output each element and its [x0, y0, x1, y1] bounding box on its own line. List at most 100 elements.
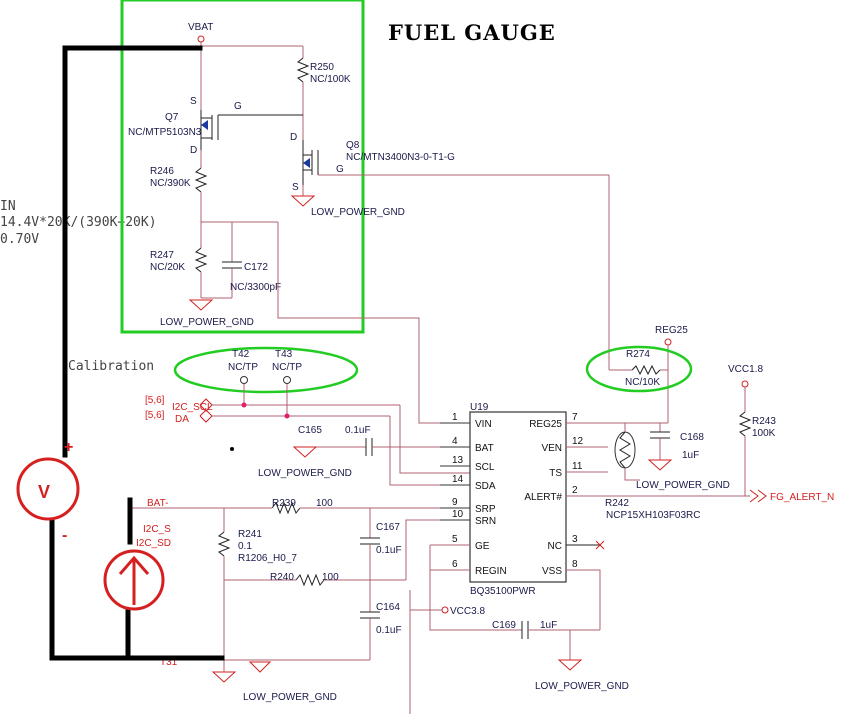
- ic-pin-name: VSS: [542, 566, 562, 577]
- resistor-r247: R247 NC/20K: [150, 221, 278, 298]
- svg-text:LOW_POWER_GND: LOW_POWER_GND: [636, 480, 730, 491]
- svg-text:V: V: [38, 482, 50, 502]
- svg-text:U19: U19: [470, 402, 489, 413]
- svg-text:100K: 100K: [752, 428, 776, 439]
- ic-pin-name: SDA: [475, 481, 496, 492]
- svg-text:I2C_S: I2C_S: [143, 524, 171, 535]
- svg-text:D: D: [190, 145, 197, 156]
- vcc18-pullup: VCC1.8 R243 100K: [728, 364, 776, 496]
- svg-text:T31: T31: [160, 657, 178, 668]
- svg-text:IN: IN: [0, 199, 16, 214]
- svg-text:C165: C165: [298, 425, 322, 436]
- nc-marker: [566, 540, 605, 550]
- ic-pin-number: 8: [572, 559, 578, 570]
- svg-text:0.70V: 0.70V: [0, 232, 39, 247]
- ic-pin-name: BAT: [475, 443, 494, 454]
- svg-text:NC/TP: NC/TP: [228, 362, 258, 373]
- ic-pin-number: 7: [572, 412, 578, 423]
- svg-text:C167: C167: [376, 522, 400, 533]
- probe-wire-voltmeter: [62, 45, 203, 458]
- ic-pin-name: GE: [475, 541, 490, 552]
- ic-pin-number: 11: [572, 461, 583, 472]
- svg-text:S: S: [292, 182, 299, 193]
- svg-text:R243: R243: [752, 416, 776, 427]
- svg-text:0.1uF: 0.1uF: [345, 425, 371, 436]
- svg-text:[5,6]: [5,6]: [145, 395, 165, 406]
- svg-text:NC/MTN3400N3-0-T1-G: NC/MTN3400N3-0-T1-G: [346, 152, 455, 163]
- ic-pin-name: REGIN: [475, 566, 507, 577]
- svg-text:NC/100K: NC/100K: [310, 74, 351, 85]
- ic-pin-name: NC: [548, 541, 562, 552]
- svg-text:C164: C164: [376, 602, 400, 613]
- svg-text:T42: T42: [232, 349, 250, 360]
- test-point-t43[interactable]: T43 NC/TP: [272, 349, 302, 416]
- test-point-t42[interactable]: T42 NC/TP: [228, 349, 258, 405]
- svg-text:NCP15XH103F03RC: NCP15XH103F03RC: [606, 510, 701, 521]
- ic-pin-name: SRP: [475, 504, 496, 515]
- ic-pin-number: 1: [452, 412, 458, 423]
- current-source-symbol[interactable]: [103, 549, 165, 611]
- resistor-r250: R250 NC/100K: [296, 46, 351, 140]
- svg-text:Q8: Q8: [346, 140, 360, 151]
- svg-text:LOW_POWER_GND: LOW_POWER_GND: [535, 681, 629, 692]
- svg-text:C172: C172: [244, 262, 268, 273]
- formula-annotation: IN 14.4V*20K/(390K+20K) 0.70V: [0, 199, 157, 247]
- ic-u19: U19 BQ35100PWR: [469, 402, 567, 597]
- resistor-r246: R246 NC/390K: [150, 150, 208, 240]
- sense-network: BAT- R239 100 R241 0.1 R1206_H0_7 R240 1…: [130, 498, 470, 703]
- svg-text:0.1: 0.1: [238, 541, 252, 552]
- transistor-q8: Q8 NC/MTN3400N3-0-T1-G D S G: [290, 132, 609, 193]
- test-point-highlight: [173, 346, 359, 394]
- reg25-net: REG25 R274 NC/10K: [566, 175, 693, 424]
- svg-text:R250: R250: [310, 62, 334, 73]
- capacitor-c168: C168 1uF LOW_POWER_GND: [636, 423, 730, 491]
- svg-text:C169: C169: [492, 620, 516, 631]
- svg-text:NC/MTP5103N3: NC/MTP5103N3: [128, 127, 202, 138]
- svg-text:REG25: REG25: [655, 325, 688, 336]
- ic-pin-name: VIN: [475, 419, 492, 430]
- svg-text:R247: R247: [150, 250, 174, 261]
- svg-text:R1206_H0_7: R1206_H0_7: [238, 553, 297, 564]
- svg-text:NC/390K: NC/390K: [150, 178, 191, 189]
- svg-text:C168: C168: [680, 432, 704, 443]
- stray-dot: [230, 447, 234, 451]
- capacitor-c172: C172 NC/3300pF: [201, 222, 281, 299]
- divider-highlight-box: [120, 0, 365, 334]
- svg-text:LOW_POWER_GND: LOW_POWER_GND: [160, 317, 254, 328]
- svg-text:VCC3.8: VCC3.8: [450, 606, 485, 617]
- vbat-net: VBAT: [188, 22, 303, 110]
- capacitor-c165: C165 0.1uF LOW_POWER_GND: [258, 425, 470, 479]
- svg-text:NC/TP: NC/TP: [272, 362, 302, 373]
- svg-text:100: 100: [316, 498, 333, 509]
- thermistor-r242: R242 NCP15XH103F03RC: [566, 423, 701, 521]
- svg-text:DA: DA: [175, 414, 189, 425]
- svg-text:R246: R246: [150, 166, 174, 177]
- svg-text:LOW_POWER_GND: LOW_POWER_GND: [258, 468, 352, 479]
- probe-wire-voltmeter-return: [49, 519, 225, 661]
- svg-text:R242: R242: [605, 498, 629, 509]
- ic-pin-name: REG25: [529, 419, 562, 430]
- svg-text:-: -: [62, 527, 67, 544]
- svg-text:R239: R239: [272, 498, 296, 509]
- svg-text:Q7: Q7: [165, 112, 179, 123]
- voltmeter-symbol[interactable]: V + -: [16, 439, 80, 544]
- svg-text:R274: R274: [626, 349, 650, 360]
- svg-text:[5,6]: [5,6]: [145, 410, 165, 421]
- svg-text:I2C_SD: I2C_SD: [136, 538, 171, 549]
- svg-text:R241: R241: [238, 529, 262, 540]
- svg-text:FG_ALERT_N: FG_ALERT_N: [770, 492, 834, 503]
- ic-pin-number: 12: [572, 436, 584, 447]
- ic-pin-number: 6: [452, 559, 458, 570]
- r274-highlight: [585, 345, 693, 393]
- svg-text:G: G: [336, 164, 344, 175]
- calibration-label: Calibration: [68, 359, 154, 374]
- svg-text:S: S: [190, 96, 197, 107]
- svg-text:T43: T43: [275, 349, 293, 360]
- ic-pin-name: SRN: [475, 516, 496, 527]
- schematic-title: FUEL GAUGE: [388, 20, 556, 45]
- ground-q8: LOW_POWER_GND: [290, 185, 405, 218]
- ic-pin-name: VEN: [541, 443, 562, 454]
- ic-pin-name: TS: [549, 468, 562, 479]
